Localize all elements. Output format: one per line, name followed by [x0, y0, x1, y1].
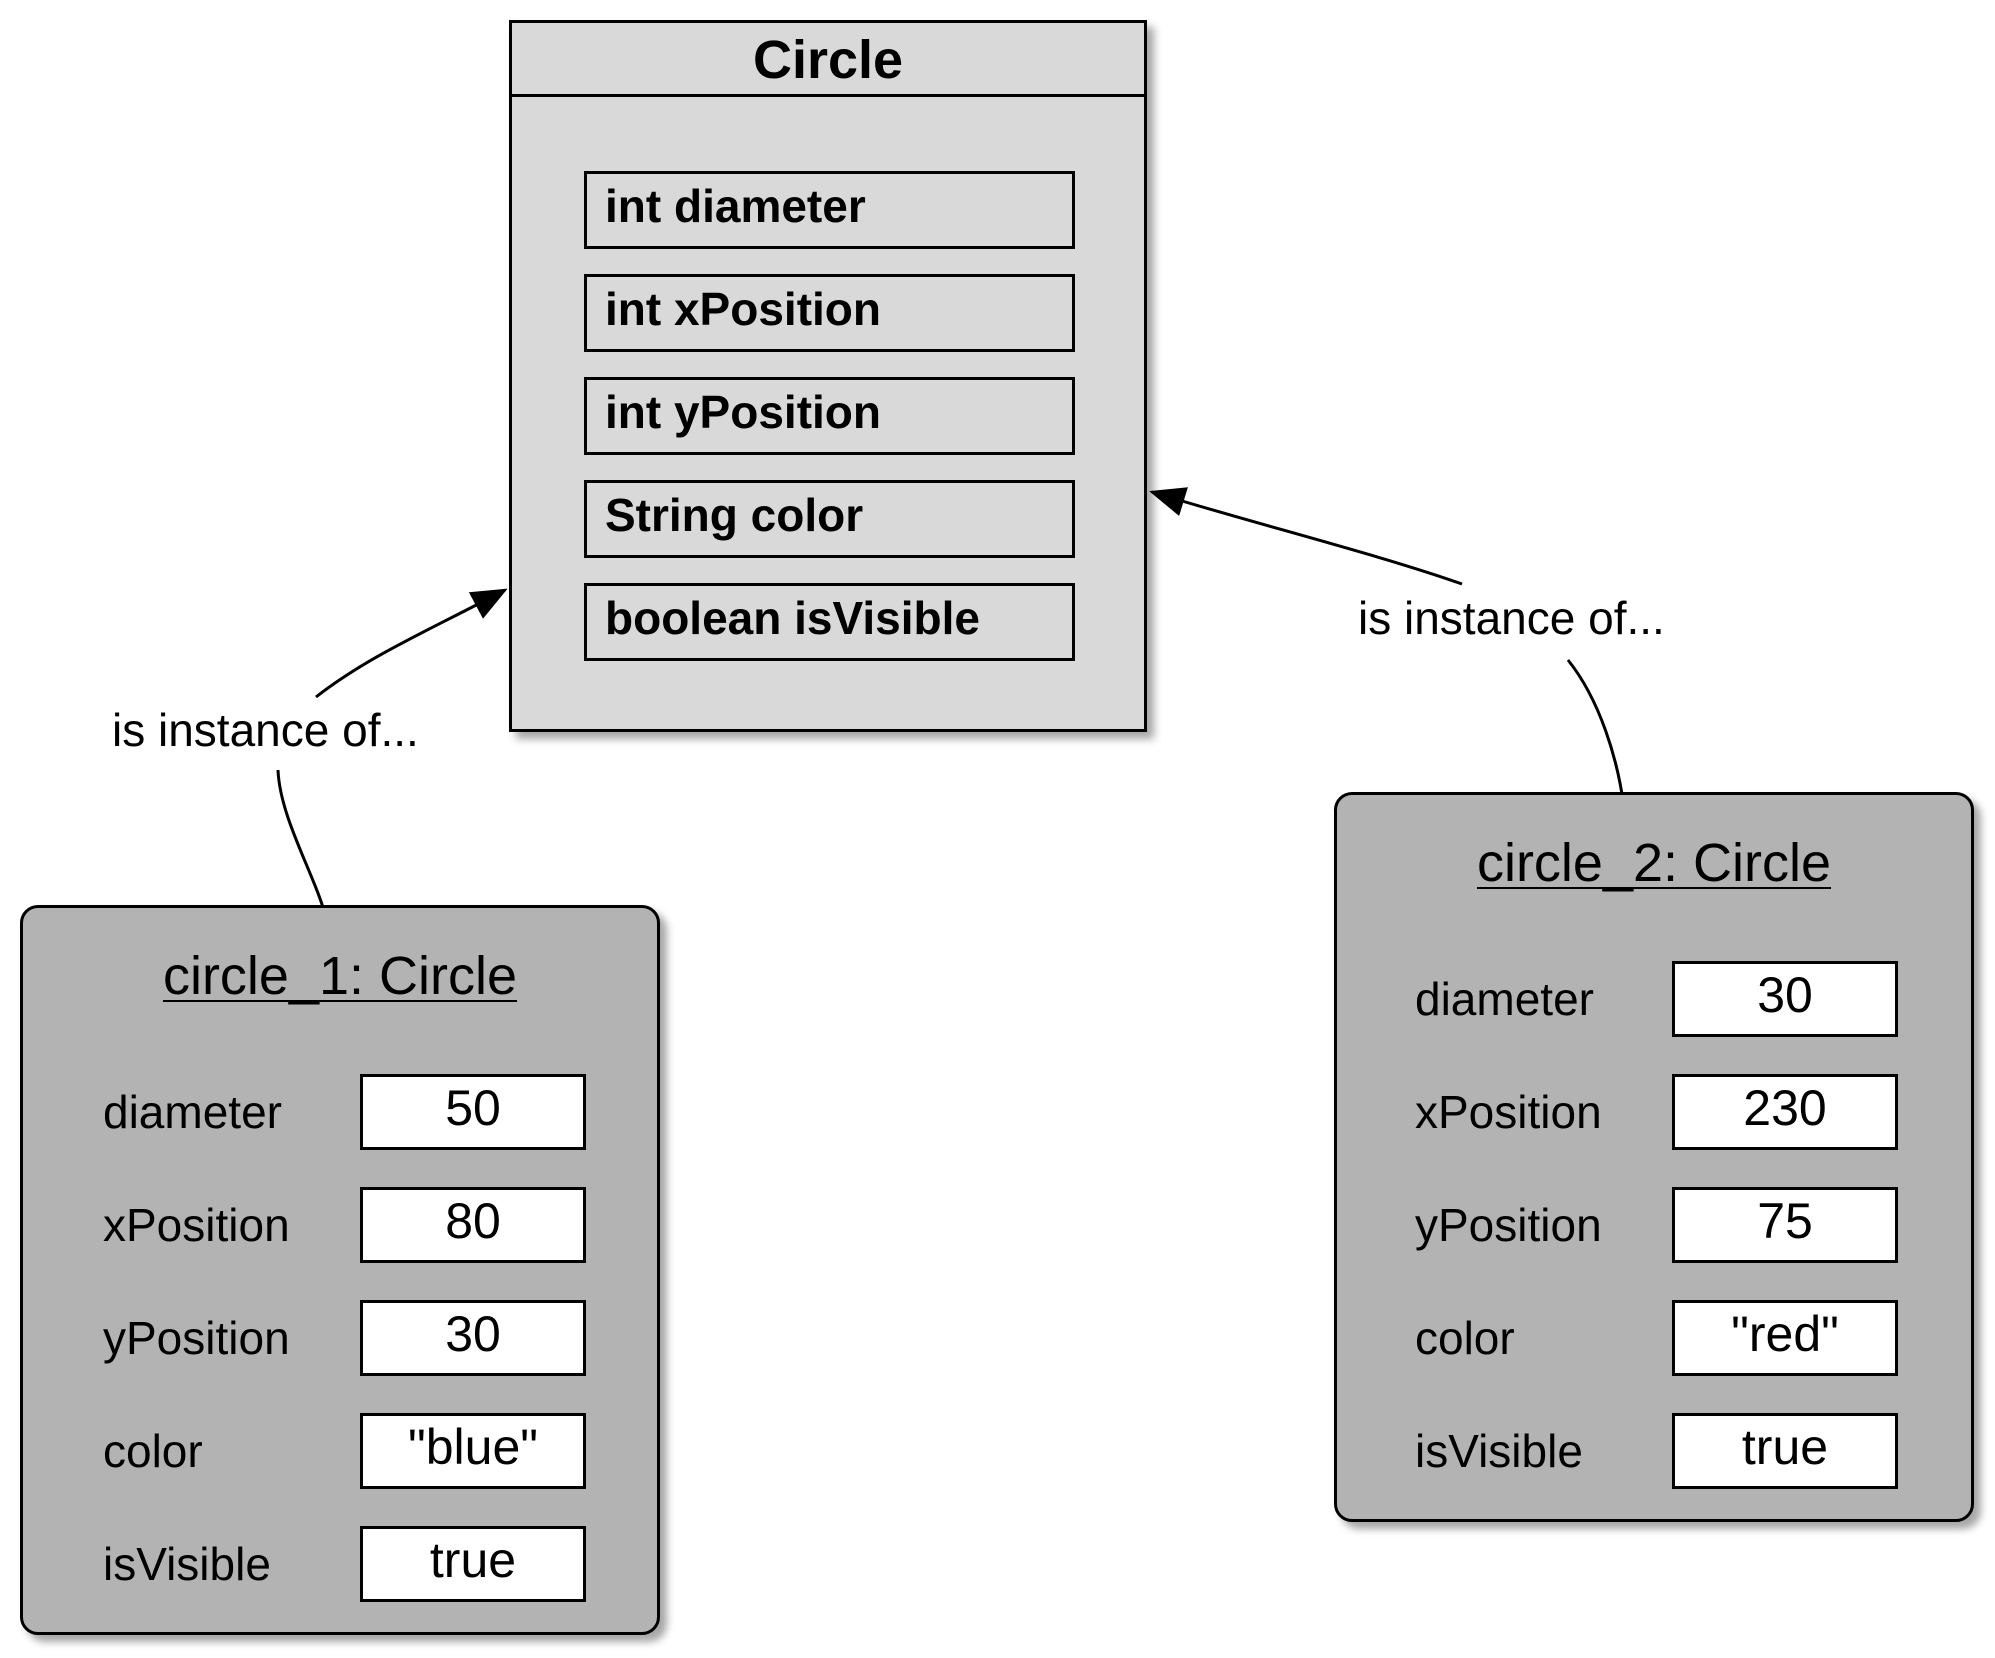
attribute-value-yposition: 30	[360, 1300, 586, 1376]
object-title: circle_2: Circle	[1476, 833, 1832, 893]
class-field-yposition: int yPosition	[584, 377, 1075, 455]
instance-arrow-right	[1566, 659, 1626, 809]
relation-label-right: is instance of...	[1358, 590, 1665, 646]
attribute-label-color: color	[1415, 1312, 1515, 1364]
attribute-value-xposition: 80	[360, 1187, 586, 1263]
attribute-value-color: "blue"	[360, 1413, 586, 1489]
object-box-circle-2: circle_2: Circle diameter 30 xPosition 2…	[1334, 792, 1974, 1522]
class-field-diameter: int diameter	[584, 171, 1075, 249]
attribute-value-yposition: 75	[1672, 1187, 1898, 1263]
attribute-label-xposition: xPosition	[103, 1199, 290, 1251]
instance-arrow-right-head	[1149, 487, 1463, 586]
class-field-xposition: int xPosition	[584, 274, 1075, 352]
attribute-label-yposition: yPosition	[1415, 1199, 1602, 1251]
attribute-label-color: color	[103, 1425, 203, 1477]
attribute-value-isvisible: true	[360, 1526, 586, 1602]
class-box-circle: Circle int diameter int xPosition int yP…	[509, 20, 1147, 732]
attribute-value-isvisible: true	[1672, 1413, 1898, 1489]
attribute-value-diameter: 50	[360, 1074, 586, 1150]
object-box-circle-1: circle_1: Circle diameter 50 xPosition 8…	[20, 905, 660, 1635]
class-field-isvisible: boolean isVisible	[584, 583, 1075, 661]
instance-arrow-left-head	[315, 588, 508, 699]
attribute-label-yposition: yPosition	[103, 1312, 290, 1364]
object-title: circle_1: Circle	[162, 946, 518, 1006]
instance-arrow-left	[276, 769, 329, 923]
attribute-label-isvisible: isVisible	[1415, 1425, 1583, 1477]
attribute-value-color: "red"	[1672, 1300, 1898, 1376]
class-field-color: String color	[584, 480, 1075, 558]
attribute-label-xposition: xPosition	[1415, 1086, 1602, 1138]
attribute-label-diameter: diameter	[1415, 973, 1594, 1025]
attribute-value-xposition: 230	[1672, 1074, 1898, 1150]
relation-label-left: is instance of...	[112, 702, 419, 758]
attribute-label-diameter: diameter	[103, 1086, 282, 1138]
attribute-value-diameter: 30	[1672, 961, 1898, 1037]
attribute-label-isvisible: isVisible	[103, 1538, 271, 1590]
class-name: Circle	[512, 23, 1144, 97]
